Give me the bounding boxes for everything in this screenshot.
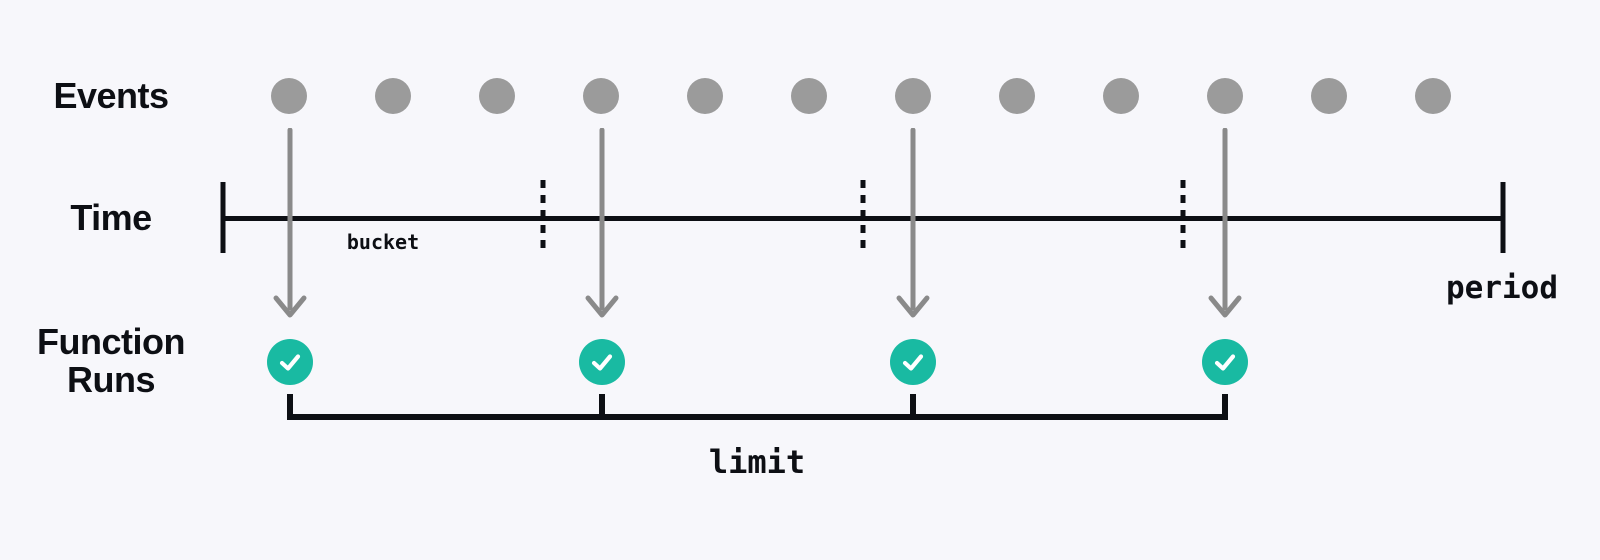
limit-bracket-tick [287, 394, 293, 420]
event-dot [1311, 78, 1347, 114]
event-arrow-icon [896, 128, 930, 318]
event-dot [1207, 78, 1243, 114]
period-annotation: period [1446, 270, 1558, 306]
events-row-label: Events [53, 75, 169, 116]
timeline-end-cap [1500, 182, 1506, 253]
function-run-badge [267, 339, 313, 385]
event-dot [375, 78, 411, 114]
checkmark-icon [279, 354, 301, 371]
event-dot [687, 78, 723, 114]
event-dot [1415, 78, 1451, 114]
function-run-badge [890, 339, 936, 385]
event-dot [479, 78, 515, 114]
checkmark-icon [591, 354, 613, 371]
event-arrow-icon [273, 128, 307, 318]
event-dot [895, 78, 931, 114]
time-row-label: Time [70, 197, 152, 238]
bucket-divider [1180, 180, 1186, 254]
checkmark-icon [902, 354, 924, 371]
bucket-divider [540, 180, 546, 254]
bucket-annotation: bucket [346, 230, 420, 254]
function-runs-row-label: Function Runs [37, 321, 185, 400]
event-dot [999, 78, 1035, 114]
limit-bracket-tick [599, 394, 605, 420]
event-dot [271, 78, 307, 114]
function-run-badge [579, 339, 625, 385]
limit-annotation: limit [708, 443, 806, 481]
event-dot [583, 78, 619, 114]
limit-bracket-tick [910, 394, 916, 420]
function-run-badge [1202, 339, 1248, 385]
limit-bracket [287, 414, 1228, 420]
checkmark-icon [1214, 354, 1236, 371]
event-dot [1103, 78, 1139, 114]
timeline-start-cap [220, 182, 226, 253]
event-arrow-icon [585, 128, 619, 318]
event-dot [791, 78, 827, 114]
limit-bracket-tick [1222, 394, 1228, 420]
event-arrow-icon [1208, 128, 1242, 318]
bucket-divider [860, 180, 866, 254]
